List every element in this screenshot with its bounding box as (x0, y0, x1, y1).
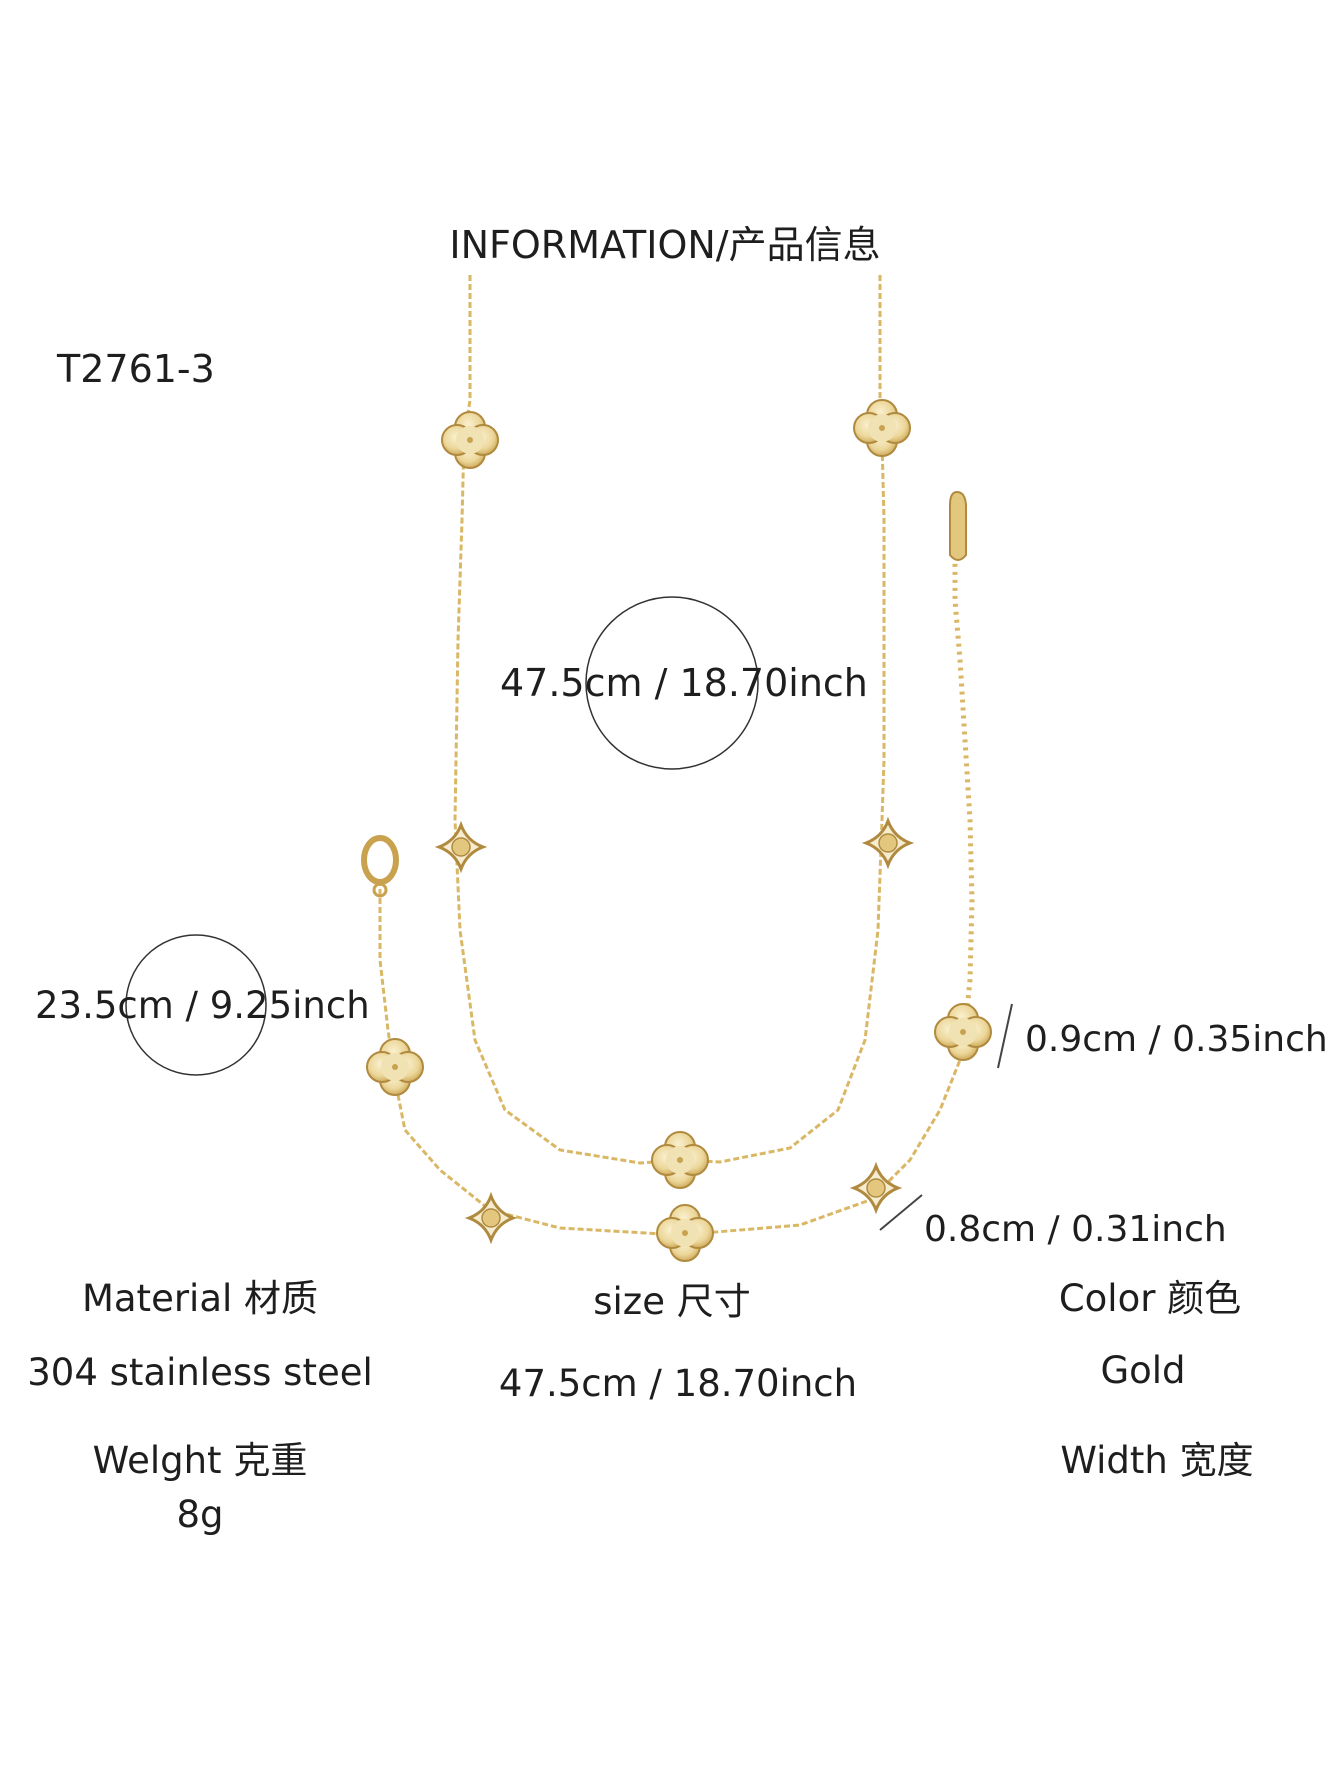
bracelet-star-left (467, 1194, 515, 1242)
bracelet-clover-left (366, 1038, 424, 1096)
lobster-clasp (361, 835, 399, 898)
bracelet-measure-circle (125, 934, 267, 1076)
bracelet-clover-bottom (656, 1204, 714, 1262)
weight-label: Welght 克重 (92, 1439, 308, 1482)
color-label: Color 颜色 (1058, 1277, 1242, 1320)
product-sku: T2761-3 (57, 347, 215, 391)
necklace-star-right (864, 819, 912, 867)
pendant-width-small-label: 0.8cm / 0.31inch (924, 1209, 1227, 1250)
necklace-length-label: 47.5cm / 18.70inch (500, 661, 868, 705)
necklace-clover-bottom (651, 1131, 709, 1189)
material-label: Material 材质 (81, 1277, 319, 1320)
necklace-clover-top-right (853, 399, 911, 457)
size-value: 47.5cm / 18.70inch (498, 1362, 858, 1405)
page-title: INFORMATION/产品信息 (449, 223, 881, 267)
size-label: size 尺寸 (593, 1280, 751, 1323)
weight-value: 8g (176, 1493, 224, 1536)
necklace-star-left (437, 823, 485, 871)
bracelet-clover-right (934, 1003, 992, 1061)
width-label: Width 宽度 (1060, 1439, 1254, 1482)
bracelet-length-label: 23.5cm / 9.25inch (35, 984, 370, 1027)
width-indicator-small (879, 1194, 923, 1231)
pendant-width-large-label: 0.9cm / 0.35inch (1025, 1019, 1328, 1060)
extender-tag (949, 490, 967, 561)
necklace-clover-top-left (441, 411, 499, 469)
necklace-measure-circle (585, 596, 759, 770)
bracelet-star-right (852, 1164, 900, 1212)
material-value: 304 stainless steel (27, 1351, 373, 1394)
necklace (453, 275, 886, 1165)
width-indicator-large (997, 1003, 1013, 1069)
color-value: Gold (1100, 1349, 1186, 1392)
